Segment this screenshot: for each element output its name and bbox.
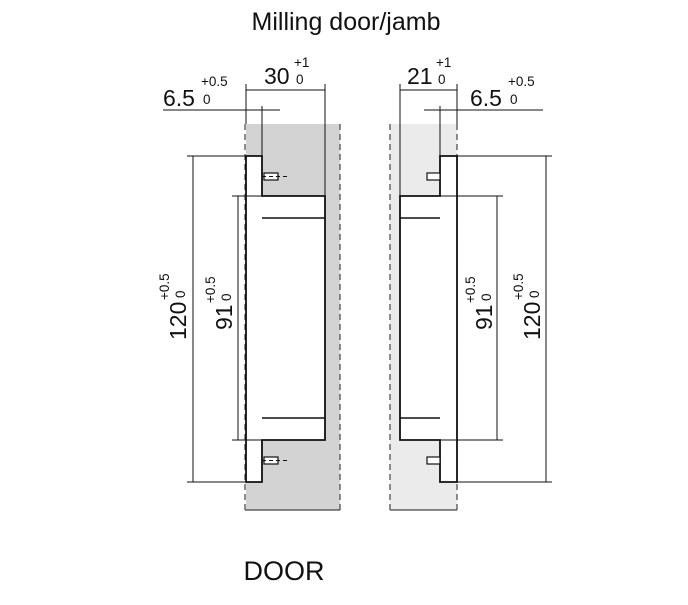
jamb-outer-height-value: 120 [519,302,545,340]
door-offset-tol-lower: 0 [203,92,211,107]
door-inner-height-dimension: 91 +0.5 0 [203,195,262,441]
jamb-inner-height-value: 91 [471,304,497,330]
door-offset-value: 6.5 [163,85,195,111]
jamb-outer-height-tol-lower: 0 [527,290,542,298]
jamb-width-dimension: 21 +1 0 [399,55,458,196]
jamb-inner-height-dimension: 91 +0.5 0 [440,195,503,441]
jamb-milling-pocket [399,155,458,483]
door-outer-height-tol-upper: +0.5 [157,273,172,300]
jamb-inner-height-tol-lower: 0 [479,293,494,301]
diagram-title: Milling door/jamb [252,8,441,36]
door-label: DOOR [244,556,325,586]
door-section [244,124,341,511]
door-inner-height-value: 91 [211,304,237,330]
door-outer-height-dimension: 120 +0.5 0 [157,155,246,483]
jamb-offset-value: 6.5 [470,85,502,111]
door-width-tol-lower: 0 [296,72,304,87]
door-offset-tol-upper: +0.5 [201,74,228,89]
door-inner-height-tol-lower: 0 [219,293,234,301]
door-milling-pocket [245,155,326,483]
jamb-outer-height-dimension: 120 +0.5 0 [457,155,552,483]
door-outer-height-value: 120 [165,302,191,340]
jamb-section [389,124,458,511]
jamb-outer-height-tol-upper: +0.5 [511,273,526,300]
jamb-inner-height-tol-upper: +0.5 [463,276,478,303]
door-width-dimension: 30 +1 0 [245,55,326,196]
jamb-width-tol-lower: 0 [438,72,446,87]
jamb-width-tol-upper: +1 [436,55,451,70]
door-inner-height-tol-upper: +0.5 [203,276,218,303]
door-width-value: 30 [264,63,290,89]
door-width-tol-upper: +1 [294,55,309,70]
jamb-offset-dimension: 6.5 +0.5 0 [424,74,543,156]
jamb-screw-top [426,172,441,181]
jamb-offset-tol-upper: +0.5 [508,74,535,89]
door-outer-height-tol-lower: 0 [173,290,188,298]
jamb-screw-bottom [426,456,441,465]
door-offset-dimension: 6.5 +0.5 0 [163,74,280,156]
jamb-offset-tol-lower: 0 [510,92,518,107]
jamb-width-value: 21 [407,63,433,89]
